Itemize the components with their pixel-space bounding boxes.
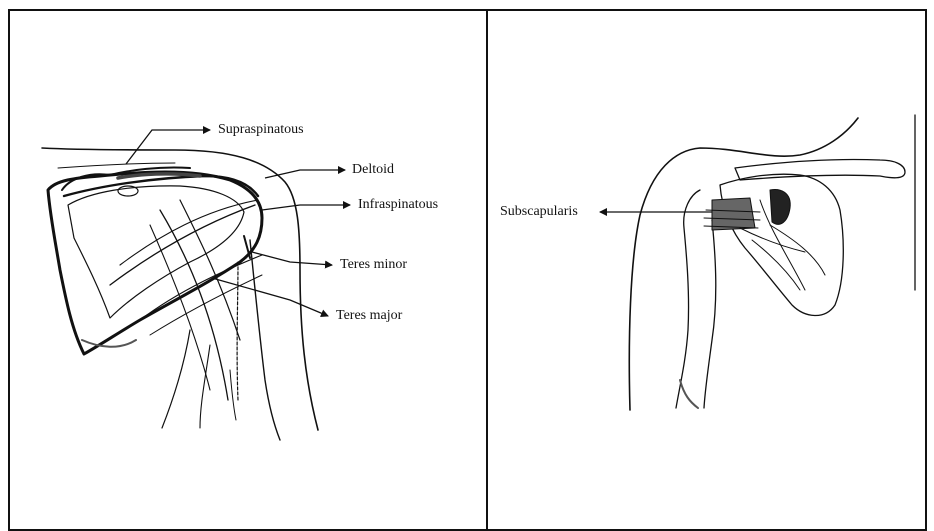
label-teres-minor: Teres minor bbox=[340, 257, 407, 273]
posterior-shoulder-illustration bbox=[42, 148, 318, 440]
label-subscapularis: Subscapularis bbox=[500, 204, 578, 220]
anterior-shoulder-illustration bbox=[629, 115, 915, 410]
label-infraspinatous: Infraspinatous bbox=[358, 197, 438, 213]
label-supraspinatous: Supraspinatous bbox=[218, 122, 304, 138]
label-deltoid: Deltoid bbox=[352, 162, 394, 178]
label-teres-major: Teres major bbox=[336, 308, 402, 324]
